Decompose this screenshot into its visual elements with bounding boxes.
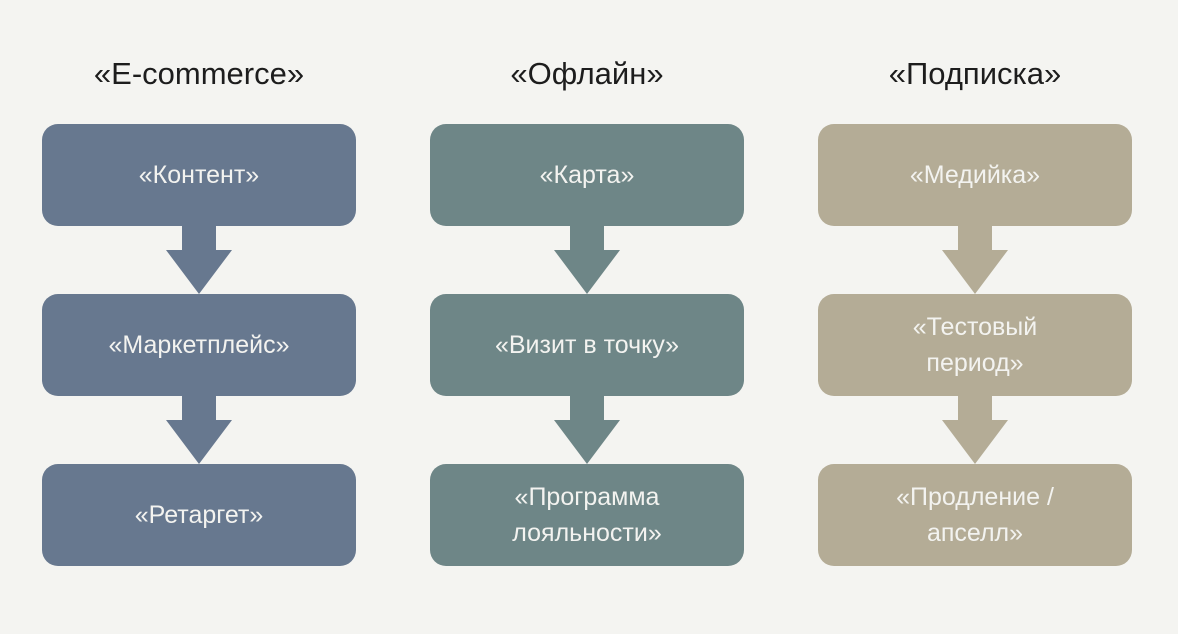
down-arrow-icon	[166, 226, 232, 294]
column-title: «E-commerce»	[93, 56, 305, 91]
column-title: «Подписка»	[888, 56, 1062, 91]
down-arrow-icon	[554, 396, 620, 464]
funnel-column: «Офлайн» «Карта» «Визит в точку» «Программа…	[430, 0, 744, 634]
step-box: «Ретаргет»	[42, 464, 356, 566]
step-box: «Маркетплейс»	[42, 294, 356, 396]
down-arrow-icon	[166, 396, 232, 464]
step-box: «Карта»	[430, 124, 744, 226]
step-box: «Продление / апселл»	[818, 464, 1132, 566]
funnel-column: «E-commerce» «Контент» «Маркетплейс» «Ретар…	[42, 0, 356, 634]
step-box: «Тестовый период»	[818, 294, 1132, 396]
column-title: «Офлайн»	[510, 56, 664, 91]
down-arrow-icon	[942, 226, 1008, 294]
step-box: «Контент»	[42, 124, 356, 226]
down-arrow-icon	[942, 396, 1008, 464]
step-box: «Визит в точку»	[430, 294, 744, 396]
step-box: «Программа лояльности»	[430, 464, 744, 566]
step-box: «Медийка»	[818, 124, 1132, 226]
down-arrow-icon	[554, 226, 620, 294]
funnel-column: «Подписка» «Медийка» «Тестовый период» «Про…	[818, 0, 1132, 634]
